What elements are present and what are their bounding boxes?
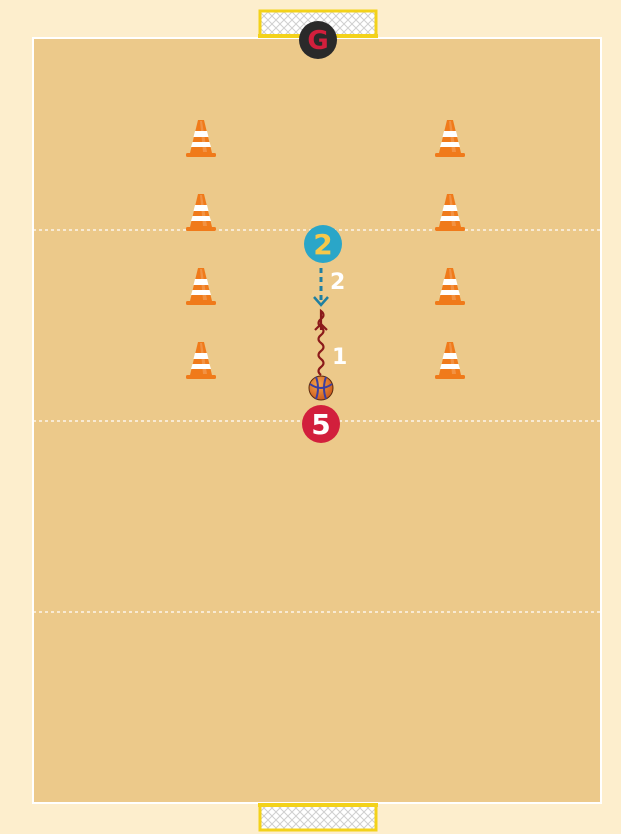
ball-icon [309,376,333,400]
dribble-movement-label: 1 [332,345,347,370]
attacker-marker[interactable]: 5 [302,405,340,443]
goalkeeper-marker[interactable]: G [299,21,337,59]
defender-label: 2 [313,228,332,261]
goalkeeper-label: G [307,26,328,56]
attacker-label: 5 [311,408,330,441]
defender-marker[interactable]: 2 [304,225,342,263]
bottom-goal [258,803,378,830]
run-movement-label: 2 [330,270,345,295]
